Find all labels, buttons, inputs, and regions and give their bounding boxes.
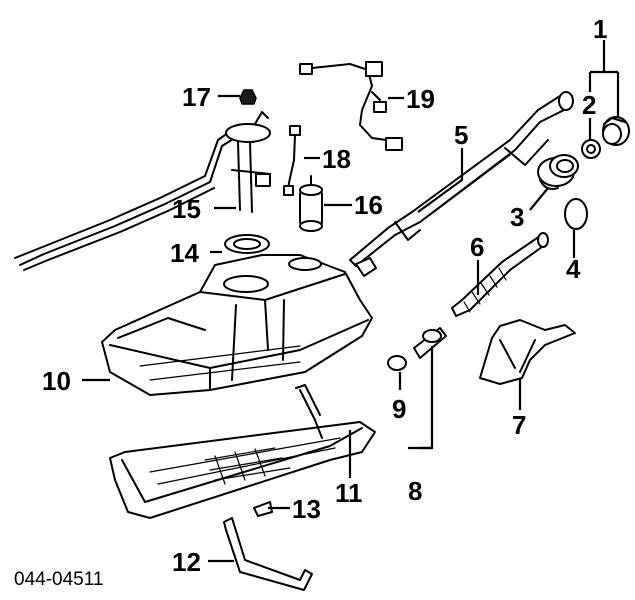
- gasket-ring-part-2: [581, 139, 601, 159]
- fuel-tank-part-10: [101, 254, 373, 396]
- callout-18: 18: [322, 144, 351, 174]
- fuel-pump-part-16: [299, 175, 323, 232]
- fuel-tube-part-8: [413, 327, 447, 359]
- callout-8: 8: [408, 476, 422, 506]
- strap-part-12: [223, 517, 313, 591]
- callout-16: 16: [354, 190, 383, 220]
- gasket-part-14: [224, 234, 270, 254]
- callout-12: 12: [172, 547, 201, 577]
- callout-4: 4: [566, 254, 581, 284]
- tray-grid: [204, 447, 291, 485]
- callout-15: 15: [172, 194, 201, 224]
- callout-1: 1: [593, 14, 607, 44]
- callout-7: 7: [512, 410, 526, 440]
- grommet-part-17: [239, 89, 257, 105]
- callout-9: 9: [392, 394, 406, 424]
- protector-part-7: [479, 319, 576, 385]
- diagram-code: 044-04511: [14, 569, 103, 590]
- leader-lines: [82, 40, 620, 563]
- fuel-cap-part-1: [602, 116, 630, 146]
- callout-17: 17: [182, 82, 211, 112]
- callout-14: 14: [170, 238, 199, 268]
- filler-housing-part-3: [537, 154, 579, 190]
- fuel-door-part-4: [564, 198, 588, 230]
- pump-bracket-part-15: [14, 111, 271, 271]
- wire-harness-part-19: [299, 61, 403, 151]
- callout-5: 5: [454, 120, 468, 150]
- callout-13: 13: [292, 494, 321, 524]
- callout-3: 3: [510, 202, 524, 232]
- callout-6: 6: [470, 232, 484, 262]
- tank-tray-part-11: [109, 384, 376, 519]
- callout-10: 10: [42, 366, 71, 396]
- filler-hose-part-6: [451, 232, 549, 317]
- wire-harness-part-18: [283, 125, 301, 196]
- callout-labels: 1 2 3 4 5 6 7 8 9 10 11 12 13 14 15 16 1…: [42, 14, 607, 577]
- gasket-part-9: [387, 355, 407, 371]
- clip-part-13: [253, 501, 273, 517]
- callout-19: 19: [406, 84, 435, 114]
- callout-11: 11: [335, 478, 363, 508]
- callout-2: 2: [582, 90, 596, 120]
